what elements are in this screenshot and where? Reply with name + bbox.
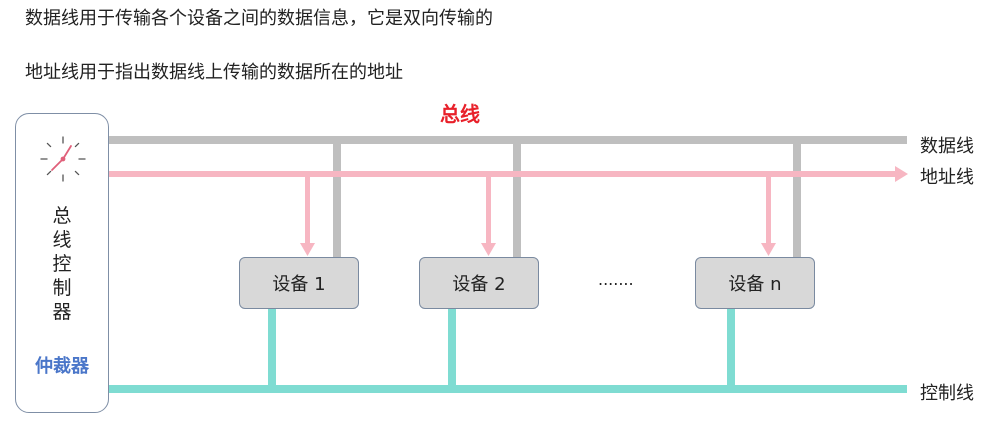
address-line [109, 171, 897, 177]
control-line-drop-1 [268, 309, 276, 387]
description-address-line: 地址线用于指出数据线上传输的数据所在的地址 [25, 62, 403, 83]
control-line-label: 控制线 [920, 383, 974, 404]
bus-controller-label: 总 线 控 制 器 [16, 204, 108, 324]
arbiter-label: 仲裁器 [35, 356, 89, 377]
address-line-arrow [895, 166, 908, 182]
bus-title: 总线 [440, 102, 480, 126]
description-data-line: 数据线用于传输各个设备之间的数据信息，它是双向传输的 [25, 8, 493, 29]
bus-controller: 总 线 控 制 器 仲裁器 [15, 113, 109, 413]
controller-char: 器 [52, 301, 72, 323]
device-ellipsis: ....... [598, 270, 634, 289]
data-line-drop-2 [513, 144, 521, 257]
address-line-label: 地址线 [920, 167, 974, 188]
controller-char: 线 [52, 229, 72, 251]
control-line [109, 385, 907, 393]
address-arrow-n [761, 243, 776, 256]
data-line-drop-n [793, 144, 801, 257]
controller-char: 制 [52, 277, 72, 299]
address-arrow-2 [481, 243, 496, 256]
controller-char: 控 [52, 253, 72, 275]
address-line-drop-1 [305, 177, 310, 243]
data-line-drop-1 [333, 144, 341, 257]
control-line-drop-2 [448, 309, 456, 387]
control-line-drop-n [727, 309, 735, 387]
address-line-drop-n [766, 177, 771, 243]
device-1: 设备 1 [239, 257, 359, 309]
clock-icon [40, 136, 86, 182]
data-line [109, 136, 907, 144]
address-line-drop-2 [486, 177, 491, 243]
data-line-label: 数据线 [920, 136, 974, 157]
controller-char: 总 [52, 205, 72, 227]
device-n: 设备 n [695, 257, 815, 309]
address-arrow-1 [300, 243, 315, 256]
device-2: 设备 2 [419, 257, 539, 309]
